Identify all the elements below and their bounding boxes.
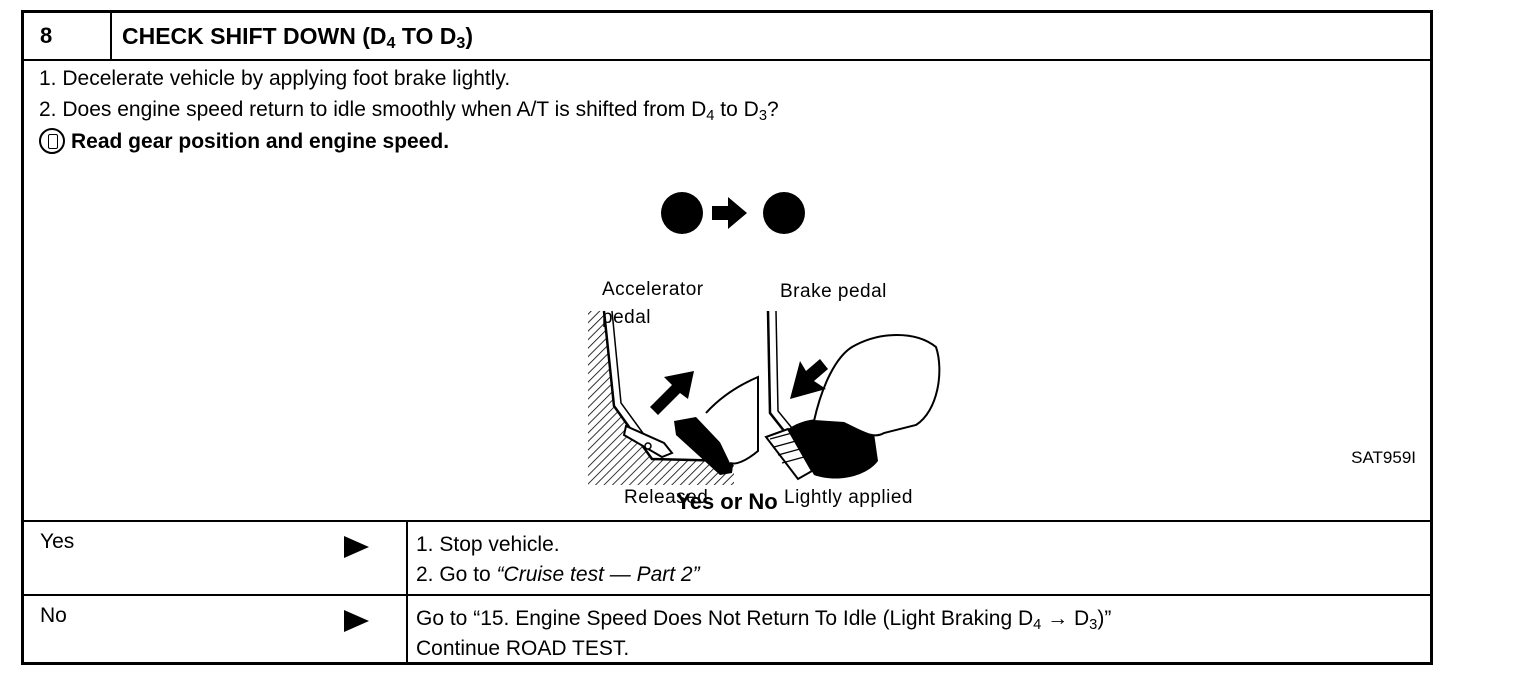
step-body: 1. Decelerate vehicle by applying foot b… xyxy=(24,61,1430,522)
answer-no-label: No xyxy=(40,604,67,627)
brake-pedal-applied-icon xyxy=(764,310,941,481)
arrow-right-icon xyxy=(344,536,369,558)
brake-pedal-label: Brake pedal xyxy=(780,281,887,302)
step-header: 8 CHECK SHIFT DOWN (D4 TO D3) xyxy=(24,13,1430,61)
accelerator-pedal-label-line1: Accelerator xyxy=(602,279,704,300)
answer-no-action: Go to “15. Engine Speed Does Not Return … xyxy=(416,607,1112,660)
consult-tool-icon xyxy=(39,128,65,154)
pedal-illustration: Accelerator pedal Brake pedal Released L… xyxy=(544,171,974,508)
step-title: CHECK SHIFT DOWN (D4 TO D3) xyxy=(122,23,473,52)
accelerator-pedal-label-line2: pedal xyxy=(602,307,651,328)
answer-row-yes: Yes 1. Stop vehicle. 2. Go to “Cruise te… xyxy=(24,522,1430,596)
answer-yes-label: Yes xyxy=(40,530,75,553)
gear-d3-badge-icon xyxy=(763,192,805,234)
consult-instruction: Read gear position and engine speed. xyxy=(39,128,449,154)
gear-d3-badge-text: D3 xyxy=(771,169,793,186)
instruction-2: 2. Does engine speed return to idle smoo… xyxy=(39,98,779,124)
figure-code: SAT959I xyxy=(1351,448,1416,467)
column-divider xyxy=(406,522,408,594)
answer-row-no: No Go to “15. Engine Speed Does Not Retu… xyxy=(24,596,1430,662)
gear-d4-badge-icon xyxy=(661,192,703,234)
shift-arrow-icon xyxy=(712,197,747,229)
answer-yes-action: 1. Stop vehicle. 2. Go to “Cruise test —… xyxy=(416,533,700,586)
gear-d4-badge-text: D4 xyxy=(669,169,691,186)
pedal-drawing xyxy=(588,192,941,485)
diagnostic-step-table: 8 CHECK SHIFT DOWN (D4 TO D3) 1. Deceler… xyxy=(21,10,1433,665)
arrow-right-icon xyxy=(344,610,369,632)
step-number: 8 xyxy=(24,13,112,59)
accelerator-pedal-released-icon xyxy=(588,310,759,485)
column-divider xyxy=(406,596,408,662)
instruction-1: 1. Decelerate vehicle by applying foot b… xyxy=(39,67,511,90)
caption-lightly-applied: Lightly applied xyxy=(784,487,913,508)
caption-released: Released xyxy=(624,487,709,508)
decision-prompt: Yes or No xyxy=(676,489,778,514)
